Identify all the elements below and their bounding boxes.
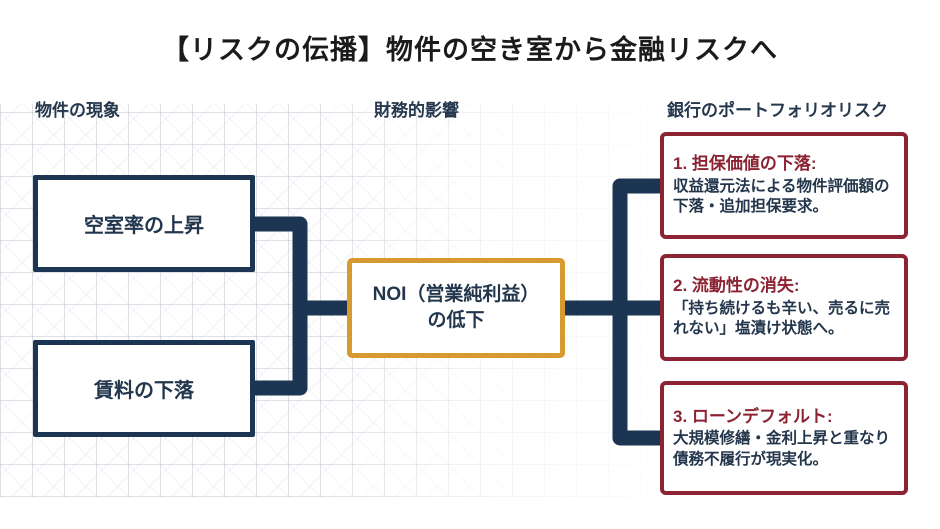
risk-box-collateral-value: 1. 担保価値の下落: 収益還元法による物件評価額の下落・追加担保要求。 xyxy=(660,132,908,239)
risk-box-collateral-body: 収益還元法による物件評価額の下落・追加担保要求。 xyxy=(673,177,890,216)
column-header-financial: 財務的影響 xyxy=(374,101,459,120)
risk-box-loan-default-title: 3. ローンデフォルト: xyxy=(673,406,833,426)
node-noi-decline: NOI（営業純利益） の低下 xyxy=(347,258,565,358)
column-header-property: 物件の現象 xyxy=(35,101,120,120)
risk-box-liquidity-title: 2. 流動性の消失: xyxy=(673,276,800,296)
risk-box-liquidity-body: 「持ち続けるも辛い、売るに売れない」塩漬け状態へ。 xyxy=(673,299,891,338)
node-rent-decline-label: 賃料の下落 xyxy=(94,380,194,402)
risk-box-collateral-title: 1. 担保価値の下落: xyxy=(673,154,817,174)
risk-box-liquidity-loss: 2. 流動性の消失: 「持ち続けるも辛い、売るに売れない」塩漬け状態へ。 xyxy=(660,254,908,361)
node-rent-decline: 賃料の下落 xyxy=(33,340,255,437)
node-noi-decline-line1: NOI（営業純利益） xyxy=(372,284,540,306)
page-title: 【リスクの伝播】物件の空き室から金融リスクへ xyxy=(162,35,778,65)
column-header-bank: 銀行のポートフォリオリスク xyxy=(667,101,888,120)
node-vacancy-rate-label: 空室率の上昇 xyxy=(84,215,204,237)
risk-box-loan-default: 3. ローンデフォルト: 大規模修繕・金利上昇と重なり債務不履行が現実化。 xyxy=(660,381,908,495)
node-vacancy-rate: 空室率の上昇 xyxy=(33,175,255,272)
risk-box-loan-default-body: 大規模修繕・金利上昇と重なり債務不履行が現実化。 xyxy=(673,430,891,468)
node-noi-decline-line2: の低下 xyxy=(427,310,485,331)
